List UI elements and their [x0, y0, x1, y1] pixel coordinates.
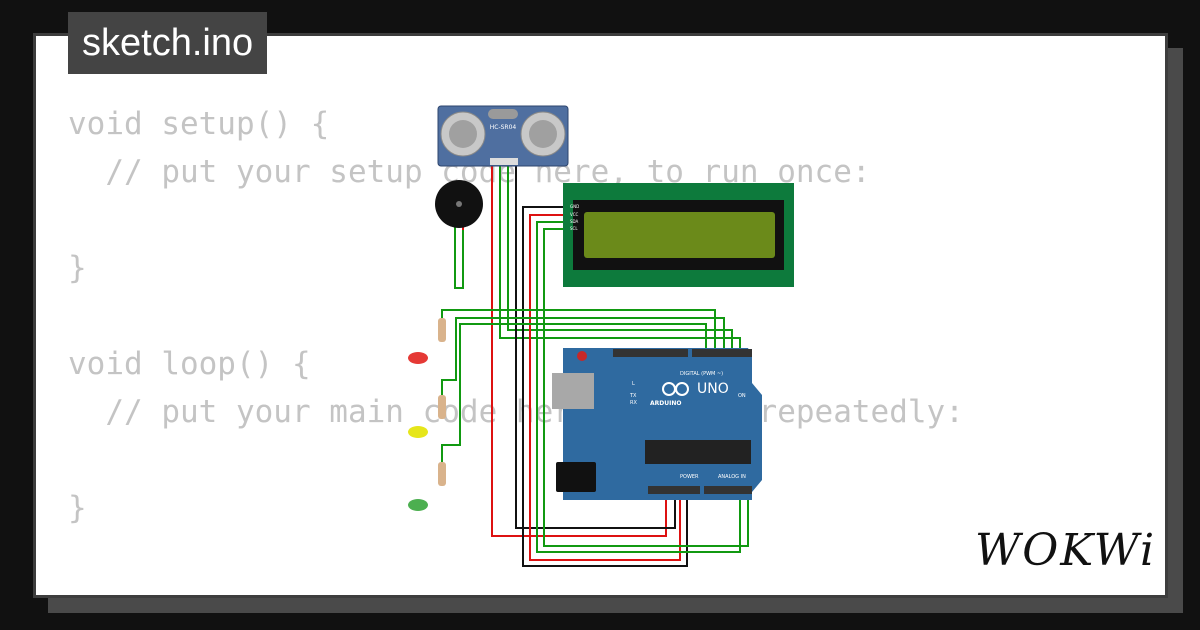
file-name-tab[interactable]: sketch.ino: [68, 12, 268, 74]
arduino-uno[interactable]: DIGITAL (PWM ~) UNO ARDUINO L TX RX ON P…: [552, 348, 762, 500]
analog-label: ANALOG IN: [718, 474, 746, 480]
led-l-label: L: [632, 381, 635, 387]
wire-lcd-vcc: [529, 214, 681, 561]
power-label: POWER: [680, 474, 699, 480]
ultrasonic-sensor[interactable]: HC-SR04: [437, 105, 569, 167]
resistor-green-led: [438, 462, 446, 486]
buzzer[interactable]: [435, 180, 483, 228]
lcd-display[interactable]: GND VCC SDA SCL: [563, 183, 794, 287]
on-label: ON: [738, 393, 746, 399]
lcd-pin-gnd: GND: [570, 204, 579, 209]
sensor-label: HC-SR04: [490, 124, 517, 131]
lcd-pin-scl: SCL: [570, 226, 578, 231]
wire-sensor-gnd: [515, 165, 676, 529]
resistor-red-led: [438, 318, 446, 342]
wire-lcd-sda: [536, 221, 741, 553]
lcd-pin-sda: SDA: [570, 219, 579, 224]
wire-led-red: [441, 309, 716, 348]
led-green: [408, 499, 428, 511]
wire-sensor-trig: [499, 165, 741, 348]
preview-card: [33, 33, 1168, 598]
wire-sensor-echo: [507, 165, 733, 348]
code-line: void loop() {: [68, 346, 311, 382]
led-rx-label: RX: [630, 400, 637, 406]
arduino-brand: ARDUINO: [650, 400, 681, 407]
led-yellow: [408, 426, 428, 438]
uno-label: UNO: [697, 381, 729, 397]
resistor-yellow-led: [438, 395, 446, 419]
digital-label: DIGITAL (PWM ~): [680, 371, 723, 377]
wire-lcd-gnd: [522, 206, 688, 567]
wokwi-logo: WOKWi: [975, 525, 1157, 576]
wire-buzzer-a: [454, 225, 464, 289]
wires: [441, 165, 749, 567]
led-tx-label: TX: [629, 393, 637, 399]
lcd-pin-vcc: VCC: [570, 212, 579, 217]
led-red: [408, 352, 428, 364]
wire-sensor-vcc: [491, 165, 667, 537]
wire-lcd-scl: [543, 228, 749, 547]
wire-led-yellow: [441, 317, 725, 395]
wire-led-green: [441, 323, 707, 462]
code-line: }: [68, 490, 87, 526]
resistors: [438, 318, 446, 486]
code-line: }: [68, 250, 87, 286]
code-line: void setup() {: [68, 106, 330, 142]
leds[interactable]: [408, 352, 428, 511]
